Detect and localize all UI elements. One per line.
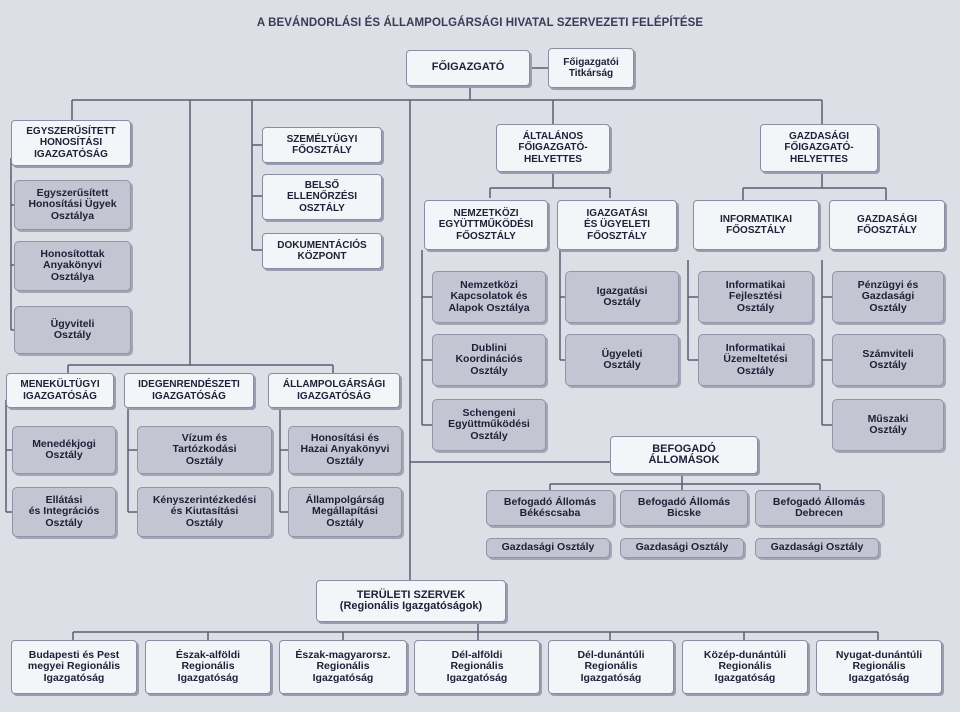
node-regio-budapest: Budapesti és Pest megyei Regionális Igaz… [11,640,137,694]
node-ugyeleti-osztaly: Ügyeleti Osztály [565,334,679,386]
node-befogado-bicske: Befogadó Állomás Bicske [620,490,748,526]
node-debrecen-gazdasagi-osztaly: Gazdasági Osztály [755,538,879,558]
node-regio-eszak-alfold: Észak-alföldi Regionális Igazgatóság [145,640,271,694]
node-regio-eszak-magyarorszag: Észak-magyarorsz. Regionális Igazgatóság [279,640,407,694]
node-szamviteli-osztaly: Számviteli Osztály [832,334,944,386]
node-foigazgatoi-titkarsag: Főigazgatói Titkárság [548,48,634,88]
page-title: A BEVÁNDORLÁSI ÉS ÁLLAMPOLGÁRSÁGI HIVATA… [256,17,704,29]
node-informatikai-foosztaly: INFORMATIKAI FŐOSZTÁLY [693,200,819,250]
node-dublini-osztaly: Dublini Koordinációs Osztály [432,334,546,386]
node-bekescsaba-gazdasagi-osztaly: Gazdasági Osztály [486,538,610,558]
node-teruleti-szervek: TERÜLETI SZERVEK (Regionális Igazgatóság… [316,580,506,622]
node-honositottak-osztaly: Honosítottak Anyakönyvi Osztálya [14,241,131,291]
node-bicske-gazdasagi-osztaly: Gazdasági Osztály [620,538,744,558]
node-befogado-allomasok: BEFOGADÓ ÁLLOMÁSOK [610,436,758,474]
node-befogado-debrecen: Befogadó Állomás Debrecen [755,490,883,526]
node-vizum-osztaly: Vízum és Tartózkodási Osztály [137,426,272,474]
node-igazgatasi-foosztaly: IGAZGATÁSI ÉS ÜGYELETI FŐOSZTÁLY [557,200,677,250]
node-menekultugyi-igazgatosag: MENEKÜLTÜGYI IGAZGATÓSÁG [6,373,114,408]
node-penzugyi-osztaly: Pénzügyi és Gazdasági Osztály [832,271,944,323]
node-gazdasagi-helyettes: GAZDASÁGI FŐIGAZGATÓ- HELYETTES [760,124,878,172]
node-regio-nyugat-dunantul: Nyugat-dunántúli Regionális Igazgatóság [816,640,942,694]
node-muszaki-osztaly: Műszaki Osztály [832,399,944,451]
node-foigazgato: FŐIGAZGATÓ [406,50,530,86]
node-honositasi-osztaly: Honosítási és Hazai Anyakönyvi Osztály [288,426,402,474]
node-igazgatasi-osztaly: Igazgatási Osztály [565,271,679,323]
node-idegenrendeszeti-igazgatosag: IDEGENRENDÉSZETI IGAZGATÓSÁG [124,373,254,408]
node-regio-del-alfold: Dél-alföldi Regionális Igazgatóság [414,640,540,694]
node-gazdasagi-foosztaly: GAZDASÁGI FŐOSZTÁLY [829,200,945,250]
node-informatikai-fejlesztesi-osztaly: Informatikai Fejlesztési Osztály [698,271,813,323]
node-allampolgarsagi-igazgatosag: ÁLLAMPOLGÁRSÁGI IGAZGATÓSÁG [268,373,400,408]
node-egyszerusitett-igazgatosag: EGYSZERŰSÍTETT HONOSÍTÁSI IGAZGATÓSÁG [11,120,131,166]
node-informatikai-uzemeltetesi-osztaly: Informatikai Üzemeltetési Osztály [698,334,813,386]
node-regio-del-dunantul: Dél-dunántúli Regionális Igazgatóság [548,640,674,694]
node-ellatasi-osztaly: Ellátási és Integrációs Osztály [12,487,116,537]
node-szemelyugyi-foosztaly: SZEMÉLYÜGYI FŐOSZTÁLY [262,127,382,163]
node-belso-ellenorzesi-osztaly: BELSŐ ELLENŐRZÉSI OSZTÁLY [262,174,382,220]
node-schengeni-osztaly: Schengeni Együttműködési Osztály [432,399,546,451]
node-altalanos-helyettes: ÁLTALÁNOS FŐIGAZGATÓ- HELYETTES [496,124,610,172]
node-dokumentacios-kozpont: DOKUMENTÁCIÓS KÖZPONT [262,233,382,269]
node-nemzetkozi-kapcsolatok-osztaly: Nemzetközi Kapcsolatok és Alapok Osztály… [432,271,546,323]
node-nemzetkozi-foosztaly: NEMZETKÖZI EGYÜTTMŰKÖDÉSI FŐOSZTÁLY [424,200,548,250]
node-regio-kozep-dunantul: Közép-dunántúli Regionális Igazgatóság [682,640,808,694]
node-kenyszerintezkedesi-osztaly: Kényszerintézkedési és Kiutasítási Osztá… [137,487,272,537]
node-egyszerusitett-osztaly: Egyszerűsített Honosítási Ügyek Osztálya [14,180,131,230]
node-befogado-bekescsaba: Befogadó Állomás Békéscsaba [486,490,614,526]
node-allampolgarsag-megallapitasi-osztaly: Állampolgárság Megállapítási Osztály [288,487,402,537]
node-menedekjogi-osztaly: Menedékjogi Osztály [12,426,116,474]
node-ugyviteli-osztaly: Ügyviteli Osztály [14,306,131,354]
